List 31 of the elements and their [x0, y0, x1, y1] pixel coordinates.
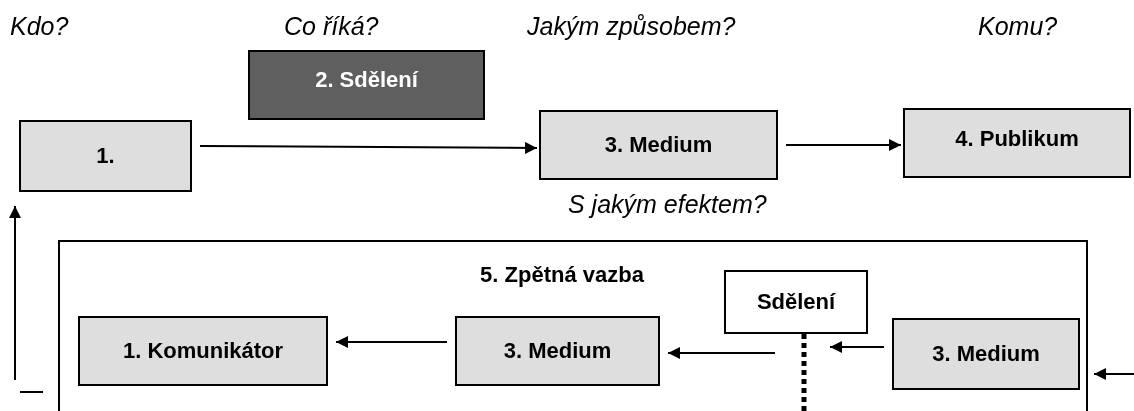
- arrow: [9, 205, 21, 381]
- process-box: [539, 110, 778, 180]
- question-label: Jakým způsobem?: [527, 12, 736, 41]
- arrow: [1093, 368, 1134, 380]
- box-label: 1.: [96, 143, 115, 169]
- process-box: [455, 316, 660, 386]
- dotted-line: [801, 334, 807, 411]
- box-label: 1. Komunikátor: [122, 338, 284, 364]
- question-label: S jakým efektem?: [568, 190, 767, 219]
- box-label: 3. Medium: [604, 132, 713, 158]
- question-label: Kdo?: [10, 12, 69, 41]
- message-box: [724, 270, 868, 334]
- process-box: [892, 318, 1080, 390]
- arrow: [829, 341, 885, 353]
- process-box: [19, 120, 192, 192]
- box-label: Sdělení: [756, 289, 836, 315]
- arrow: [667, 347, 776, 359]
- arrow: [785, 139, 902, 151]
- feedback-panel: [58, 240, 1088, 411]
- message-box: [248, 50, 485, 120]
- arrow: [199, 141, 538, 154]
- question-label: Co říká?: [284, 12, 379, 41]
- question-label: Komu?: [978, 12, 1058, 41]
- process-box: [78, 316, 328, 386]
- box-label: 3. Medium: [932, 341, 1040, 367]
- process-box: [903, 108, 1131, 178]
- box-label: 3. Medium: [503, 338, 612, 364]
- arrow: [335, 336, 448, 348]
- box-label: 2. Sdělení: [315, 67, 418, 93]
- box-label: 4. Publikum: [955, 126, 1079, 152]
- panel-title: 5. Zpětná vazba: [479, 262, 645, 288]
